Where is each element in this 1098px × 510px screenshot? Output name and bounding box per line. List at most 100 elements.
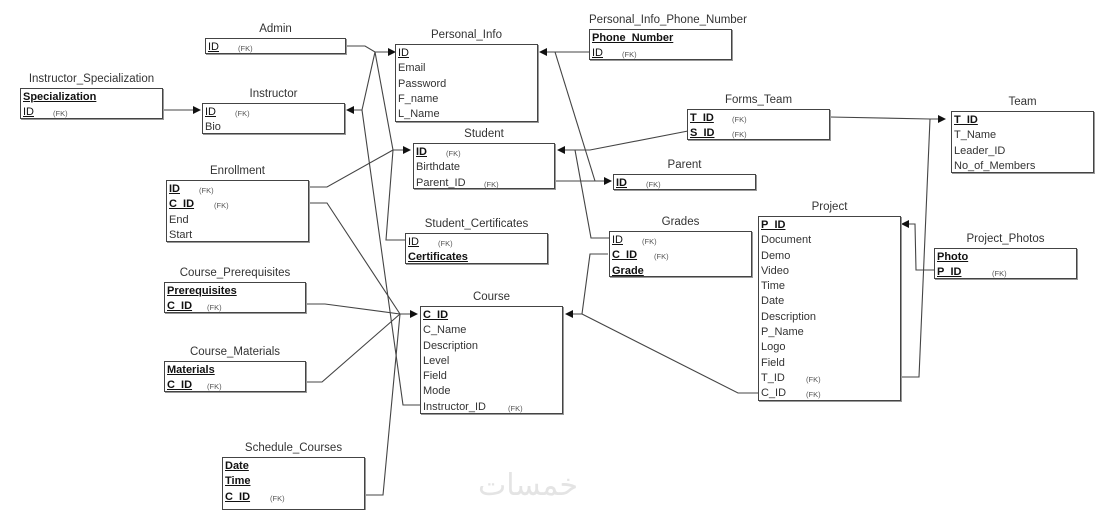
- attribute-row[interactable]: Description: [423, 339, 560, 354]
- attribute-row[interactable]: P_ID(FK): [937, 265, 1074, 280]
- entity-title: Grades: [661, 216, 700, 228]
- attribute-row[interactable]: Grade: [612, 264, 749, 279]
- attribute-row[interactable]: F_name: [398, 92, 535, 107]
- attribute-row[interactable]: C_ID(FK): [167, 378, 303, 393]
- attribute-name: T_ID: [761, 371, 785, 384]
- attribute-row[interactable]: Logo: [761, 340, 898, 355]
- attribute-row[interactable]: ID(FK): [592, 46, 729, 61]
- attribute-row[interactable]: ID(FK): [408, 235, 545, 250]
- attribute-row[interactable]: Photo: [937, 250, 1074, 265]
- attribute-row[interactable]: C_ID(FK): [167, 299, 303, 314]
- entity-title: Project_Photos: [966, 233, 1045, 245]
- entity-box: ID(FK): [613, 174, 756, 190]
- attribute-row[interactable]: Bio: [205, 120, 342, 135]
- attribute-row[interactable]: Password: [398, 77, 535, 92]
- attribute-row[interactable]: Parent_ID(FK): [416, 176, 552, 191]
- attribute-name: Description: [423, 339, 479, 352]
- attribute-row[interactable]: ID(FK): [416, 145, 552, 160]
- attribute-row[interactable]: Start: [169, 228, 306, 243]
- entity-title: Forms_Team: [724, 94, 793, 106]
- attribute-row[interactable]: Field: [761, 356, 898, 371]
- attribute-row[interactable]: C_ID(FK): [169, 197, 306, 212]
- attribute-row[interactable]: Leader_ID: [954, 144, 1091, 159]
- attribute-row[interactable]: Specialization: [23, 90, 160, 105]
- attribute-row[interactable]: Instructor_ID(FK): [423, 400, 560, 415]
- rel-parent-personal-info: [554, 51, 596, 182]
- attribute-row[interactable]: Certificates: [408, 250, 545, 265]
- rel-photos-project: [901, 220, 935, 271]
- attribute-row[interactable]: Date: [761, 294, 898, 309]
- attribute-row[interactable]: T_ID: [954, 113, 1091, 128]
- attribute-name: ID: [616, 177, 627, 189]
- attribute-name: ID: [23, 106, 34, 119]
- attribute-row[interactable]: ID(FK): [616, 176, 753, 191]
- attribute-row[interactable]: Field: [423, 369, 560, 384]
- attribute-row[interactable]: Time: [225, 474, 362, 489]
- rel-project-team: [902, 118, 931, 378]
- attribute-row[interactable]: T_Name: [954, 128, 1091, 143]
- attribute-row[interactable]: P_Name: [761, 325, 898, 340]
- attribute-row[interactable]: Description: [761, 310, 898, 325]
- attribute-row[interactable]: ID(FK): [208, 40, 343, 55]
- attribute-row[interactable]: T_ID (FK): [761, 371, 898, 386]
- attribute-name: P_Name: [761, 326, 804, 339]
- foreign-key-badge: (FK): [806, 374, 821, 384]
- attribute-row[interactable]: ID(FK): [612, 233, 749, 248]
- entity-title: Instructor_Specialization: [28, 73, 155, 85]
- attribute-row[interactable]: Email: [398, 61, 535, 76]
- attribute-row[interactable]: Prerequisites: [167, 284, 303, 299]
- foreign-key-badge: (FK): [207, 303, 222, 313]
- foreign-key-badge: (FK): [53, 109, 68, 119]
- attribute-row[interactable]: ID: [398, 46, 535, 61]
- attribute-row[interactable]: Materials: [167, 363, 303, 378]
- attribute-row[interactable]: Level: [423, 354, 560, 369]
- attribute-row[interactable]: Document: [761, 233, 898, 248]
- attribute-name: Photo: [937, 251, 969, 263]
- entity-title: Personal_Info_Phone_Number: [589, 14, 747, 26]
- attribute-row[interactable]: S_ID(FK): [690, 126, 827, 141]
- attribute-row[interactable]: Birthdate: [416, 160, 552, 175]
- attribute-name: Email: [398, 62, 426, 75]
- attribute-row[interactable]: No_of_Members: [954, 159, 1091, 174]
- attribute-row[interactable]: C_ID(FK): [612, 248, 749, 263]
- attribute-row[interactable]: Mode: [423, 384, 560, 399]
- attribute-row[interactable]: C_ID(FK): [225, 490, 362, 505]
- attribute-row[interactable]: Video: [761, 264, 898, 279]
- attribute-row[interactable]: Time: [761, 279, 898, 294]
- attribute-row[interactable]: L_Name: [398, 107, 535, 122]
- attribute-row[interactable]: C_ID(FK): [761, 386, 898, 401]
- attribute-row[interactable]: C_Name: [423, 323, 560, 338]
- attribute-row[interactable]: C_ID: [423, 308, 560, 323]
- attribute-row[interactable]: Phone_Number: [592, 31, 729, 46]
- attribute-row[interactable]: ID(FK): [205, 105, 342, 120]
- attribute-row[interactable]: ID(FK): [169, 182, 306, 197]
- entity-box: ID(FK)C_ID(FK)Grade: [609, 231, 752, 277]
- attribute-row[interactable]: End: [169, 213, 306, 228]
- attribute-row[interactable]: T_ID(FK): [690, 111, 827, 126]
- attribute-row[interactable]: ID (FK): [23, 105, 160, 120]
- attribute-row[interactable]: Demo: [761, 249, 898, 264]
- attribute-row[interactable]: P_ID: [761, 218, 898, 233]
- attribute-row[interactable]: Date: [225, 459, 362, 474]
